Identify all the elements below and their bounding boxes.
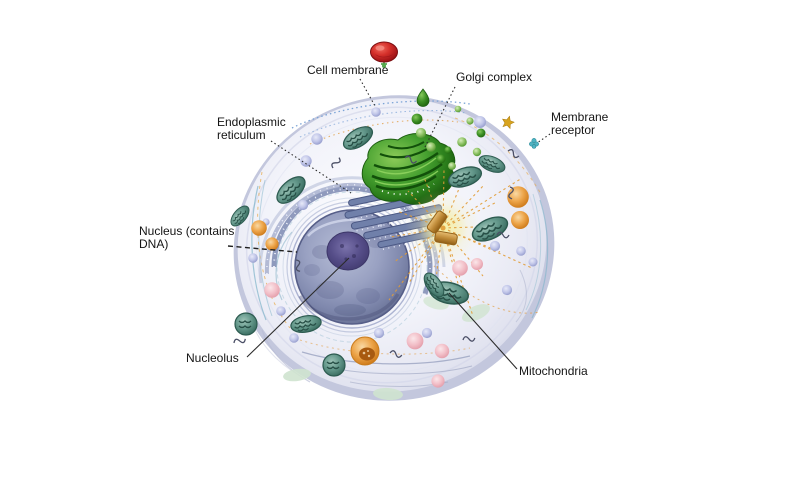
leader-golgi-complex [423, 86, 456, 150]
vesicles-green [411, 88, 486, 170]
gold-receptor-icon [502, 115, 515, 130]
leader-nucleolus [246, 257, 350, 358]
lysosome [350, 336, 380, 366]
leader-lines [227, 78, 551, 370]
leader-cell-membrane [359, 78, 376, 107]
label-membrane-receptor: Membrane receptor [551, 110, 609, 137]
label-nucleolus: Nucleolus [186, 351, 239, 365]
leader-nucleus [227, 245, 298, 253]
label-endoplasmic-reticulum: Endoplasmic reticulum [217, 115, 286, 142]
centrioles [426, 210, 458, 246]
vacuoles [283, 296, 490, 401]
nucleolus-shape [326, 231, 370, 271]
nucleolus-speckles [340, 244, 359, 261]
extracellular-particle [370, 41, 398, 68]
label-mitochondria: Mitochondria [519, 364, 588, 378]
leader-membrane-receptor [536, 133, 551, 144]
centrosome [388, 169, 533, 317]
teal-receptor-icon [529, 138, 539, 149]
label-golgi-complex: Golgi complex [456, 70, 533, 84]
label-cell-membrane: Cell membrane [307, 63, 389, 77]
leader-mitochondria [448, 292, 518, 370]
label-nucleus: Nucleus (contains DNA) [139, 224, 235, 251]
